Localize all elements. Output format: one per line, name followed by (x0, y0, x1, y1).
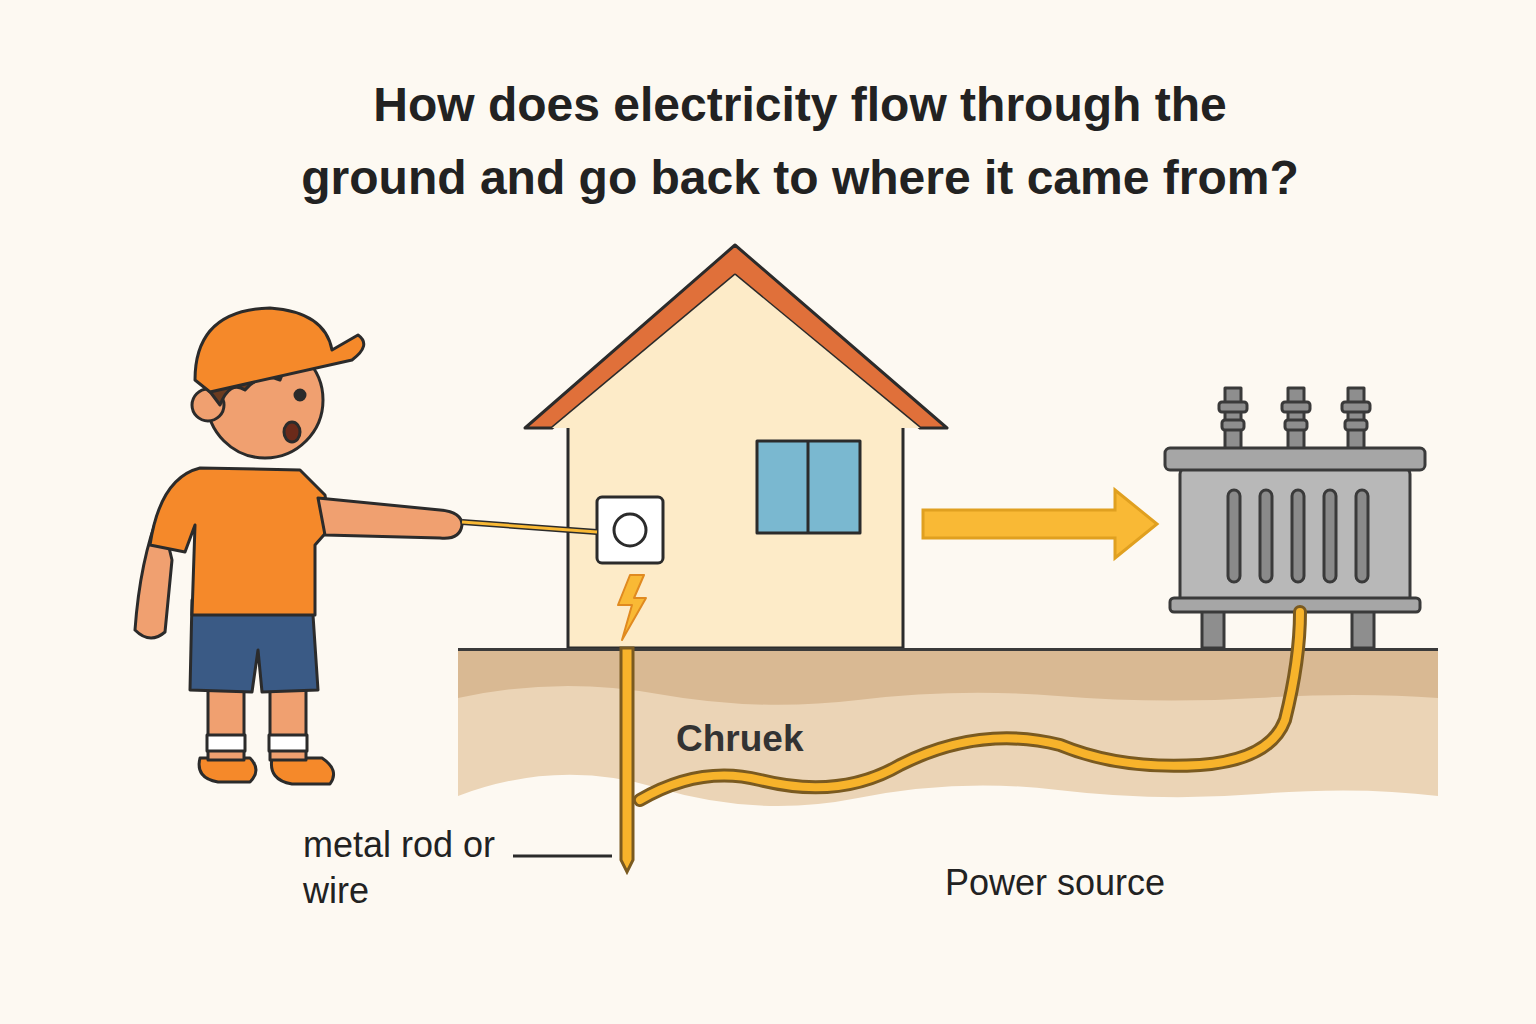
leg (208, 685, 244, 760)
outlet (597, 497, 663, 563)
gable (552, 275, 920, 428)
ground-label: Chruek (676, 718, 803, 760)
leg (270, 685, 306, 760)
leader-line (513, 855, 612, 858)
bushing (1342, 402, 1370, 412)
part-label: Power source (945, 860, 1265, 906)
metal-rod (621, 648, 633, 872)
bushing (1285, 420, 1307, 430)
shoe (271, 758, 333, 784)
ground-band: Chruek (458, 648, 1438, 808)
boy-figure (135, 308, 462, 784)
shirt (150, 468, 330, 615)
window (757, 441, 860, 533)
bushing (1222, 420, 1244, 430)
fin (1260, 490, 1272, 582)
roof (525, 245, 947, 428)
house-wall (568, 420, 903, 648)
ground-wire (640, 612, 1300, 800)
transformer-lid (1165, 448, 1425, 470)
wire-stick (462, 522, 597, 532)
window-bar (807, 441, 810, 533)
sock (207, 735, 245, 751)
cap (195, 308, 364, 392)
shoe (199, 758, 256, 782)
fin (1356, 490, 1368, 582)
mouth (284, 422, 300, 442)
ground-line (458, 648, 1438, 651)
fin (1228, 490, 1240, 582)
ground-topsoil (458, 648, 1438, 705)
flow-arrow (923, 490, 1157, 558)
outlet-socket (614, 514, 646, 546)
ground-shape (458, 648, 1438, 808)
transformer-base (1170, 598, 1420, 612)
spark-symbol (618, 575, 646, 640)
bushing (1345, 420, 1367, 430)
fin (1324, 490, 1336, 582)
bushing (1282, 402, 1310, 412)
part-label: metal rod or wire (303, 822, 513, 914)
wire-outline (640, 612, 1300, 800)
title: How does electricity flow through the gr… (170, 68, 1430, 214)
house (525, 245, 947, 648)
eye (295, 390, 305, 400)
transformer (1165, 388, 1425, 648)
ground-soil (458, 648, 1438, 806)
ground-wire (640, 612, 1300, 800)
fin (1292, 490, 1304, 582)
arm (318, 498, 462, 538)
wire-stick (462, 522, 597, 532)
transformer-body (1180, 468, 1410, 610)
bushing (1219, 402, 1247, 412)
sock (269, 735, 307, 751)
